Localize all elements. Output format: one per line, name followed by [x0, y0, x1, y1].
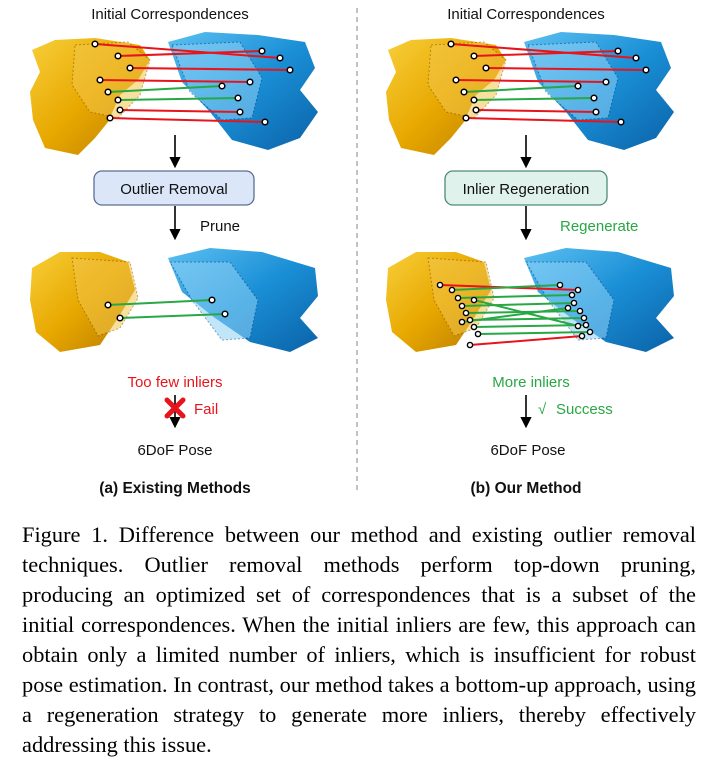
check-mark-icon: √: [538, 401, 547, 418]
output-label: 6DoF Pose: [137, 442, 212, 459]
left-top-point-clouds: [30, 32, 318, 155]
comparison-figure: Initial Correspondences: [30, 6, 674, 497]
subcaption: (b) Our Method: [470, 480, 581, 497]
module-label: Inlier Regeneration: [463, 181, 590, 198]
left-title: Initial Correspondences: [91, 6, 249, 23]
target-point-cloud: [168, 32, 318, 150]
outlier-correspondences: [94, 43, 291, 123]
status-label: Success: [556, 401, 613, 418]
keypoints: [447, 40, 650, 126]
left-bottom-point-clouds: [30, 248, 318, 352]
keypoints: [104, 296, 229, 322]
right-top-point-clouds: [386, 32, 674, 155]
figure-caption: Figure 1. Difference between our method …: [22, 522, 696, 757]
inlier-correspondences: [107, 85, 239, 101]
keypoints: [436, 281, 594, 349]
action-label: Regenerate: [560, 218, 638, 235]
right-title: Initial Correspondences: [447, 6, 605, 23]
result-label: Too few inliers: [127, 374, 222, 391]
inlier-correspondence: [119, 313, 226, 319]
keypoints: [91, 40, 294, 126]
inlier-regeneration-module: Inlier Regeneration: [444, 170, 608, 206]
inlier-correspondence: [107, 299, 213, 306]
action-label: Prune: [200, 218, 240, 235]
output-label: 6DoF Pose: [490, 442, 565, 459]
right-bottom-point-clouds: [386, 248, 674, 352]
outlier-correspondences: [450, 43, 647, 123]
status-label: Fail: [194, 401, 218, 418]
module-label: Outlier Removal: [120, 181, 228, 198]
subcaption: (a) Existing Methods: [99, 480, 251, 497]
outlier-removal-module: Outlier Removal: [93, 170, 255, 206]
result-label: More inliers: [492, 374, 570, 391]
cross-mark-icon: [164, 397, 186, 419]
inlier-correspondences: [463, 85, 595, 101]
inlier-correspondences: [451, 284, 591, 335]
